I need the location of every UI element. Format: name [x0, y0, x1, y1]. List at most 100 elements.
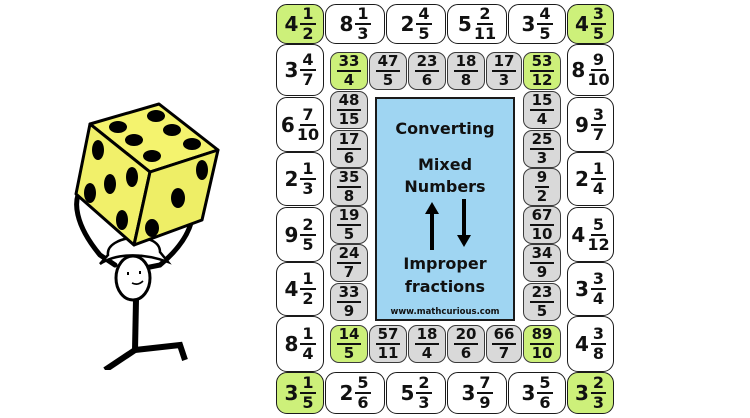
- whole-number: 2: [284, 167, 299, 191]
- title-mixed: Mixed: [417, 155, 473, 174]
- denominator: 9: [536, 263, 548, 281]
- numerator: 5: [355, 373, 371, 394]
- whole-number: 3: [521, 12, 536, 36]
- denominator: 2: [302, 289, 314, 308]
- denominator: 3: [418, 393, 430, 412]
- numerator: 9: [534, 168, 550, 188]
- numerator: 2: [477, 4, 493, 25]
- numerator: 23: [414, 52, 440, 72]
- left-leg: [103, 347, 137, 370]
- denominator: 4: [421, 344, 433, 362]
- up-arrow-icon: [425, 202, 439, 250]
- denominator: 3: [302, 179, 314, 198]
- numerator: 66: [491, 325, 517, 345]
- numerator: 33: [336, 283, 362, 303]
- numerator: 18: [414, 325, 440, 345]
- denominator: 4: [536, 110, 548, 128]
- numerator: 9: [590, 50, 607, 71]
- denominator: 9: [479, 393, 491, 412]
- numerator: 4: [537, 4, 553, 25]
- whole-number: 2: [400, 12, 415, 36]
- down-arrow-icon: [457, 199, 471, 247]
- whole-number: 9: [284, 222, 299, 247]
- numerator: 24: [336, 244, 362, 264]
- denominator: 5: [418, 24, 430, 43]
- title-converting: Converting: [395, 119, 495, 138]
- numerator: 1: [300, 159, 316, 180]
- denominator: 11: [473, 24, 497, 43]
- denominator: 5: [302, 393, 314, 412]
- numerator: 25: [529, 130, 555, 150]
- numerator: 17: [336, 130, 362, 150]
- denominator: 8: [343, 187, 355, 205]
- whole-number: 4: [284, 277, 299, 301]
